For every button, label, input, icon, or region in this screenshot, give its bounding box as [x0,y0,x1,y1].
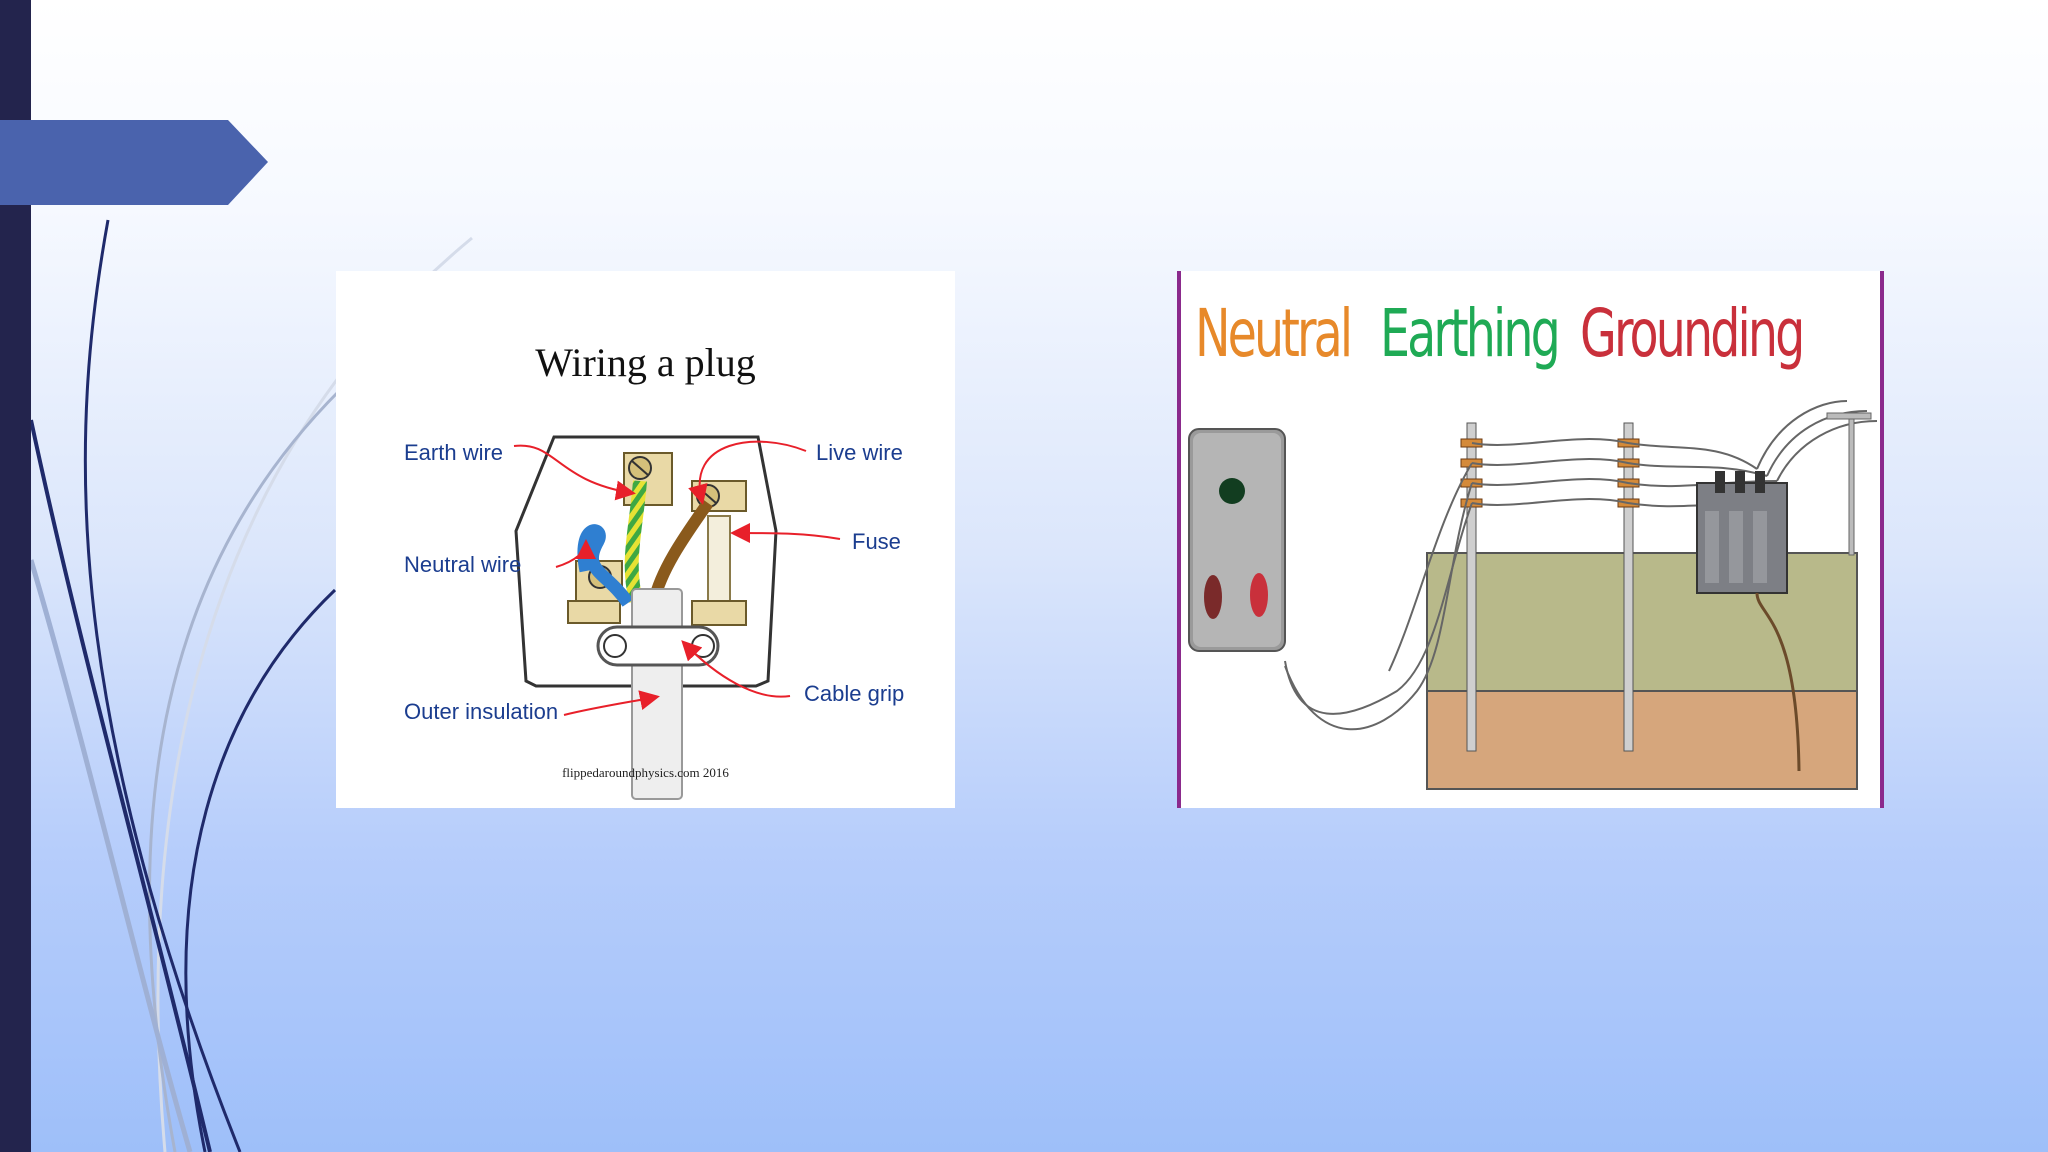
earthing-figure: Neutral Earthing Grounding [1177,271,1884,808]
figure-title: Wiring a plug [535,340,756,385]
earthing-diagram [1177,271,1884,808]
word-earthing: Earthing [1380,295,1561,372]
plug-diagram [513,435,841,800]
title-tab [0,120,268,205]
earth-wire [624,480,647,603]
label-live-wire: Live wire [816,440,903,465]
label-cable-grip: Cable grip [804,681,905,706]
figure-credit: flippedaroundphysics.com 2016 [562,765,729,780]
wiring-plug-figure: Wiring a plug [336,271,955,808]
background-swooshes [28,219,473,1152]
socket-right-pin [1250,573,1268,617]
label-neutral-wire: Neutral wire [404,552,522,577]
socket-left-pin [1204,575,1222,619]
label-earth-wire: Earth wire [404,440,504,465]
pole-1 [1466,422,1477,752]
label-fuse: Fuse [852,529,901,554]
pole-2 [1623,422,1634,752]
fuse [707,515,731,609]
soil-upper [1426,552,1858,694]
earth-rod [1755,592,1801,772]
word-neutral: Neutral [1195,295,1353,372]
soil-lower [1426,690,1858,790]
socket-green-pin [1219,478,1245,504]
word-grounding: Grounding [1580,295,1805,372]
label-outer-insulation: Outer insulation [404,699,559,724]
slide-title [36,140,216,184]
